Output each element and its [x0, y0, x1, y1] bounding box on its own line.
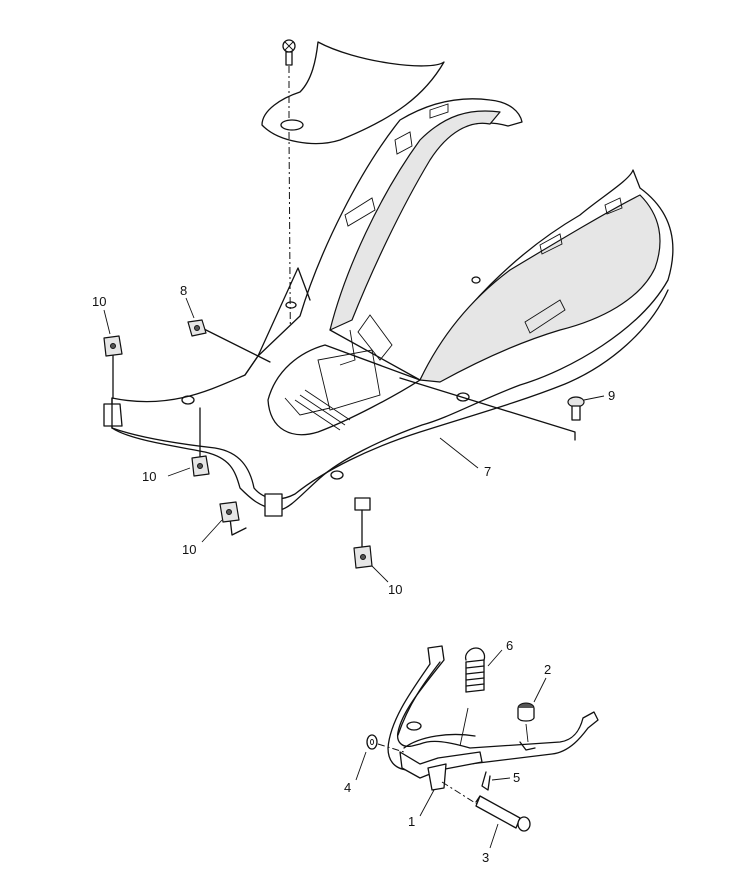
- washer-axis-line: [377, 743, 405, 753]
- rubber-stopper-2: [517, 702, 535, 743]
- callout-leader-8: [185, 297, 195, 319]
- leader-line-9: [399, 377, 576, 441]
- callout-5: 5: [513, 770, 520, 785]
- side-stand: [387, 645, 599, 791]
- callout-2: 2: [544, 662, 551, 677]
- clip-nut-10a: [103, 335, 123, 357]
- callout-leader-10c: [201, 519, 223, 543]
- leader-line-7: [439, 437, 479, 469]
- callout-3: 3: [482, 850, 489, 865]
- washer-4: [366, 734, 378, 750]
- screw-axis-line: [288, 66, 292, 431]
- callout-8: 8: [180, 283, 187, 298]
- cotter-pin-5: [481, 771, 491, 791]
- floor-panel: [103, 98, 674, 517]
- bolt-9: [567, 396, 585, 421]
- callout-leader-10a: [103, 309, 111, 335]
- callout-10-left: 10: [142, 469, 156, 484]
- callout-leader-2: [533, 677, 547, 703]
- clip-nut-10d: [353, 545, 373, 569]
- callout-6: 6: [506, 638, 513, 653]
- clip-nut-10c: [219, 501, 240, 523]
- callout-10-top-left: 10: [92, 294, 106, 309]
- callout-9: 9: [608, 388, 615, 403]
- spring-6: [464, 647, 486, 693]
- callout-leader-1: [419, 789, 435, 817]
- callout-10-bottom-left: 10: [182, 542, 196, 557]
- top-screw: [282, 39, 296, 66]
- seat-mount-bracket: [261, 41, 445, 145]
- pivot-bolt-3: [441, 781, 531, 832]
- callout-leader-4: [355, 751, 367, 781]
- callout-leader-10d: [371, 565, 389, 583]
- leader-line-10c: [229, 517, 247, 536]
- callout-leader-6: [487, 649, 503, 667]
- clip-nut-10b: [191, 455, 210, 477]
- callout-leader-9: [583, 395, 605, 401]
- callout-10-bottom: 10: [388, 582, 402, 597]
- clip-nut-8: [187, 319, 207, 337]
- leader-line-8: [199, 326, 271, 363]
- callout-leader-3: [489, 823, 499, 849]
- callout-leader-10b: [167, 467, 191, 477]
- callout-4: 4: [344, 780, 351, 795]
- callout-7: 7: [484, 464, 491, 479]
- callout-leader-5: [491, 777, 511, 781]
- callout-1: 1: [408, 814, 415, 829]
